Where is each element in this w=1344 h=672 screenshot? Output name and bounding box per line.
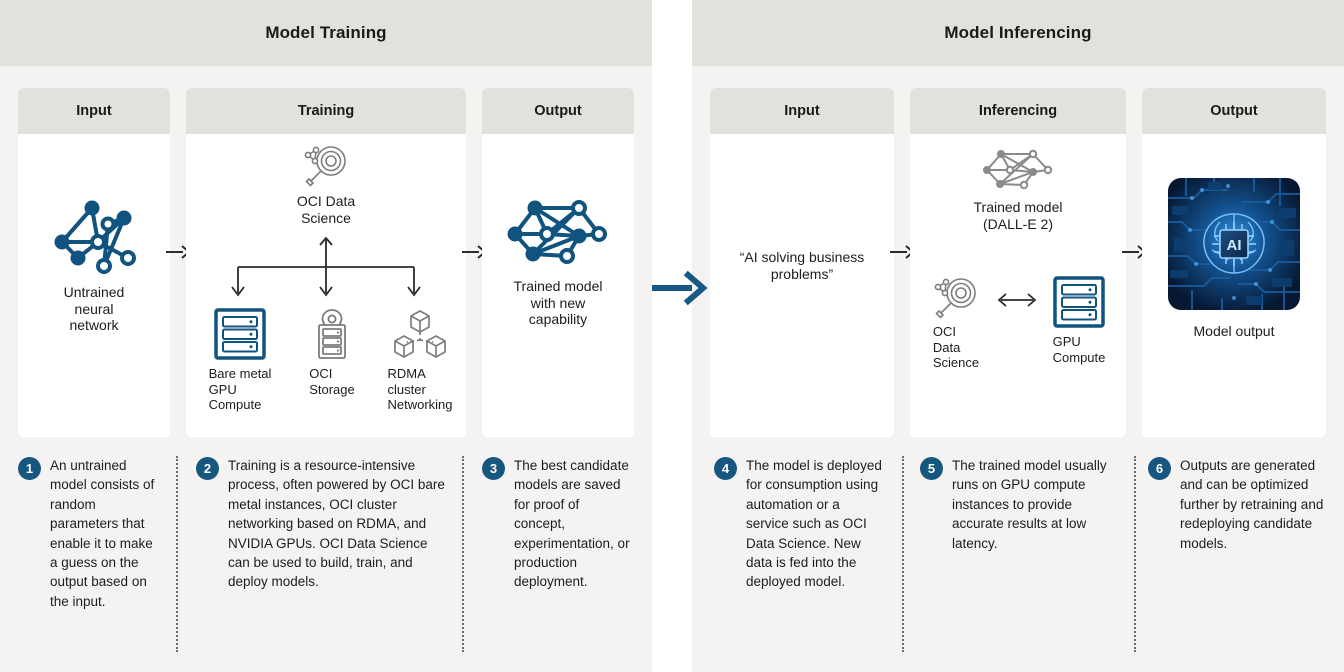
resource-oci-storage: OCI Storage [290, 306, 374, 413]
callout-text-3: The best candidate models are saved for … [514, 458, 630, 590]
trained-model-caption-line3: capability [528, 311, 588, 327]
rdma-caption-line3: Networking [387, 397, 453, 412]
training-connector-tree-icon [231, 236, 421, 297]
callout-4: 4 The model is deployed for consumption … [714, 456, 884, 592]
untrained-nn-caption-line1: Untrained [63, 284, 125, 300]
callout-3: 3 The best candidate models are saved fo… [482, 456, 634, 592]
inference-ds-caption-line2: Data [932, 339, 961, 355]
model-output-caption: Model output [1193, 323, 1275, 339]
neural-network-icon [54, 200, 136, 274]
untrained-nn-caption-line3: network [69, 317, 119, 333]
card-inferencing-input: Input “AI solving business problems” [710, 88, 894, 437]
gpu-compute-caption-line2: Compute [1052, 349, 1106, 365]
card-header-inferencing-output: Output [1142, 88, 1326, 134]
untrained-nn-caption-line2: neural [74, 300, 114, 317]
inference-prompt-line1: “AI solving business [739, 249, 865, 265]
oci-data-science-caption-line2: Science [301, 209, 351, 226]
callout-badge-4: 4 [714, 457, 737, 480]
callout-text-6: Outputs are generated and can be optimiz… [1180, 458, 1324, 551]
callout-divider-4 [902, 456, 904, 652]
callout-badge-2: 2 [196, 457, 219, 480]
card-header-inferencing: Inferencing [910, 88, 1126, 134]
card-training-training: Training [186, 88, 466, 437]
bare-metal-caption-line3: Compute [208, 397, 262, 412]
inference-oci-data-science: OCI Data Science [917, 274, 995, 371]
panel-title-model-inferencing: Model Inferencing [692, 0, 1344, 66]
server-rack-icon [1053, 276, 1105, 328]
card-header-output: Output [482, 88, 634, 134]
magnifier-data-science-icon [304, 146, 346, 187]
card-header-inferencing-input: Input [710, 88, 894, 134]
bare-metal-caption-line2: GPU [208, 381, 237, 397]
card-inferencing-inferencing: Inferencing [910, 88, 1126, 437]
inference-ds-caption-line3: Science [932, 355, 980, 370]
card-body-training-training: OCI Data Science [186, 134, 466, 437]
inference-ds-caption-line1: OCI [932, 324, 956, 339]
card-body-training-output: Trained model with new capability [482, 134, 634, 437]
cluster-cubes-icon [394, 310, 446, 358]
magnifier-data-science-icon [934, 278, 976, 319]
callout-badge-6: 6 [1148, 457, 1171, 480]
rdma-caption-line1: RDMA [387, 366, 426, 381]
card-training-input: Input [18, 88, 170, 437]
server-rack-icon [214, 308, 266, 360]
callout-5: 5 The trained model usually runs on GPU … [920, 456, 1126, 553]
oci-storage-caption-line2: Storage [309, 381, 355, 397]
bidirectional-arrow-icon [997, 293, 1037, 307]
callout-text-2: Training is a resource-intensive process… [228, 458, 445, 590]
trained-neural-network-icon [507, 200, 607, 264]
callout-badge-3: 3 [482, 457, 505, 480]
callout-badge-1: 1 [18, 457, 41, 480]
resource-bare-metal-gpu-compute: Bare metal GPU Compute [190, 306, 290, 413]
callout-6: 6 Outputs are generated and can be optim… [1148, 456, 1326, 553]
callout-text-4: The model is deployed for consumption us… [746, 458, 882, 590]
card-header-training: Training [186, 88, 466, 134]
oci-data-science-caption-line1: OCI Data [296, 193, 356, 209]
callout-2: 2 Training is a resource-intensive proce… [196, 456, 446, 592]
card-body-inferencing-inferencing: Trained model (DALL-E 2) [910, 134, 1126, 437]
card-body-training-input: Untrained neural network [18, 134, 170, 437]
gpu-compute-caption-line1: GPU [1052, 334, 1081, 349]
ai-circuit-brain-image: AI [1168, 178, 1300, 310]
bare-metal-caption-line1: Bare metal [208, 366, 272, 381]
rdma-caption-line2: cluster [387, 381, 426, 397]
neural-network-gray-icon [983, 149, 1053, 190]
inference-prompt-text: “AI solving business problems” [740, 249, 865, 282]
trained-model-caption-line1: Trained model [513, 278, 603, 294]
panel-title-model-training: Model Training [0, 0, 652, 66]
callout-1: 1 An untrained model consists of random … [18, 456, 158, 611]
card-training-output: Output [482, 88, 634, 437]
arrow-training-to-inferencing-icon [652, 270, 708, 306]
inference-prompt-line2: problems” [770, 265, 834, 282]
callout-text-5: The trained model usually runs on GPU co… [952, 458, 1107, 551]
inference-trained-model-caption-line2: (DALL-E 2) [982, 215, 1053, 232]
callout-divider-1 [176, 456, 178, 652]
card-body-inferencing-output: AI Model output [1142, 134, 1326, 437]
storage-rack-pin-icon [318, 309, 346, 359]
svg-text:AI: AI [1227, 237, 1242, 254]
inference-gpu-compute: GPU Compute [1039, 274, 1119, 365]
card-inferencing-output: Output [1142, 88, 1326, 437]
trained-model-caption-line2: with new [530, 294, 586, 311]
callout-divider-5 [1134, 456, 1136, 652]
oci-storage-caption-line1: OCI [309, 366, 333, 381]
callout-divider-2 [462, 456, 464, 652]
callout-badge-5: 5 [920, 457, 943, 480]
resource-rdma-cluster-networking: RDMA cluster Networking [374, 306, 466, 413]
callout-text-1: An untrained model consists of random pa… [50, 458, 155, 609]
card-body-inferencing-input: “AI solving business problems” [710, 134, 894, 437]
card-header-input: Input [18, 88, 170, 134]
inference-trained-model-caption-line1: Trained model [973, 199, 1063, 215]
